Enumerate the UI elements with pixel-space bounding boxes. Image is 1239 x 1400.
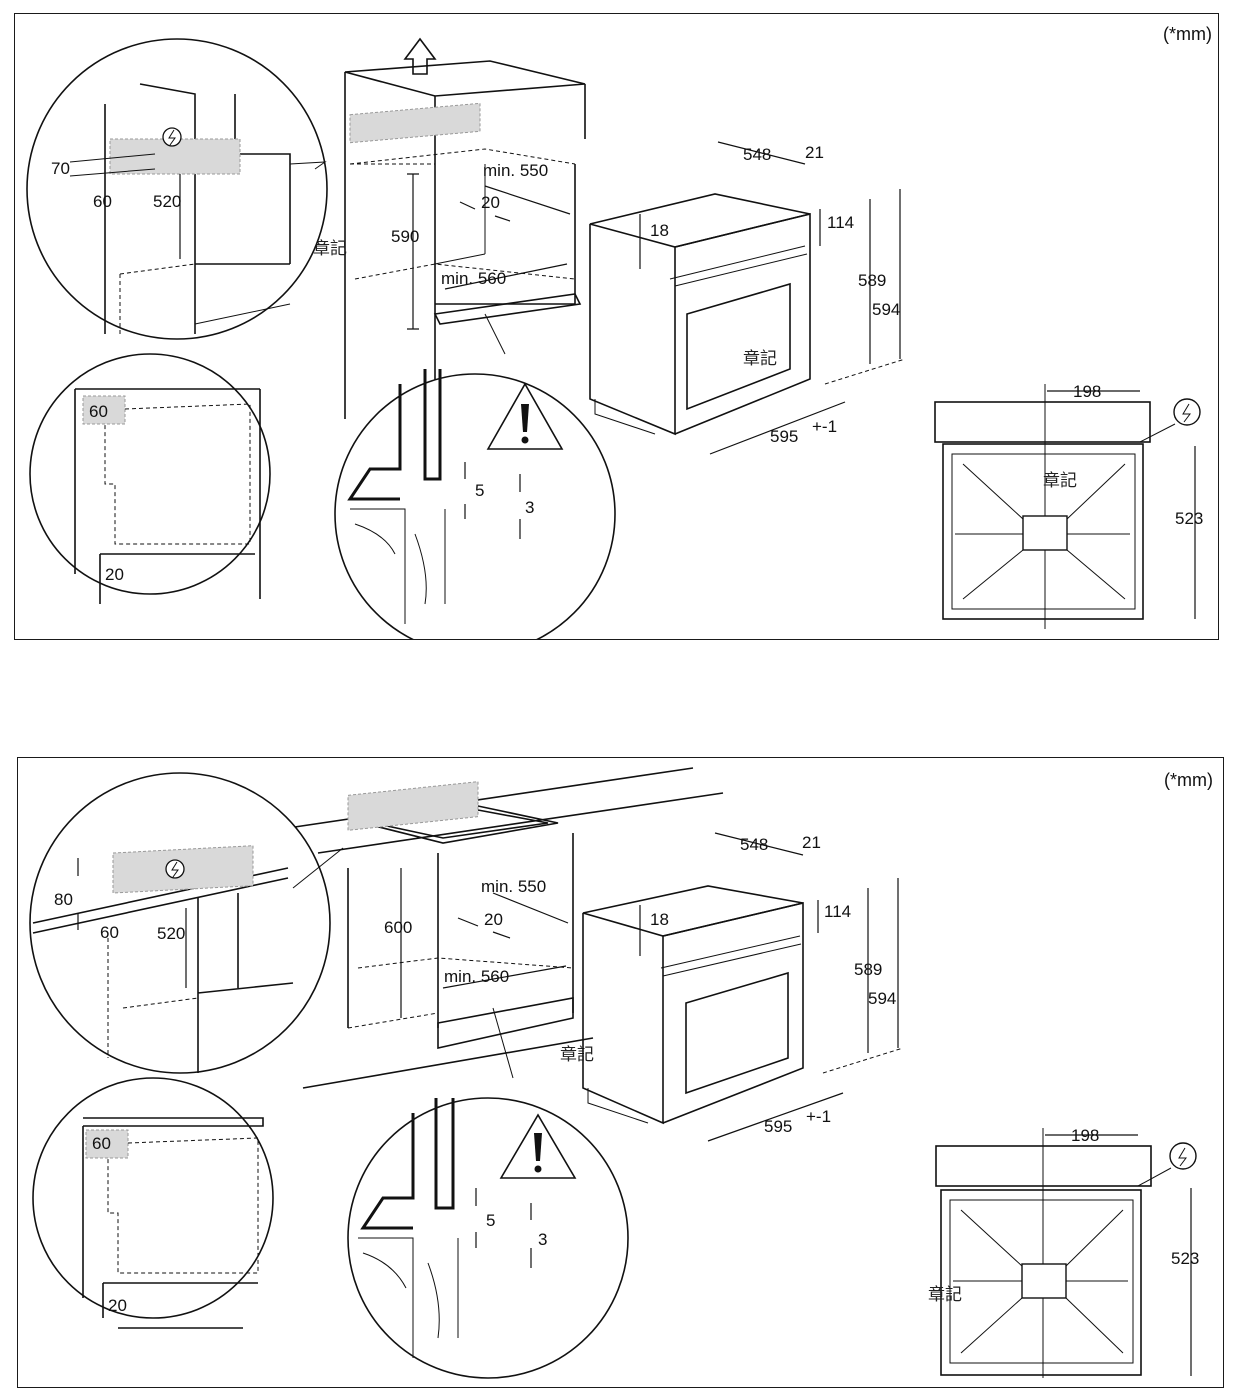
detail-circle-gap: 5 3 — [347, 1007, 629, 1379]
rear-offset-label: 198 — [1073, 382, 1101, 401]
stamp-text-rear: 章記 — [1043, 471, 1077, 490]
gap-b-label: 3 — [525, 498, 534, 517]
detail-bottom-label: 20 — [108, 1296, 127, 1315]
oven-dimensions: 548 21 18 114 589 594 595 +-1 — [639, 141, 906, 455]
column-install-drawing: 章記 590 min. 550 20 min. 560 70 60 520 — [26, 37, 1203, 639]
unit-label: (*mm) — [1163, 24, 1212, 44]
niche-dimensions: 600 min. 550 20 min. 560 — [384, 868, 569, 1018]
oven-total-label: 594 — [868, 989, 896, 1008]
oven-width-tol: +-1 — [806, 1107, 831, 1126]
niche-depth-label: min. 550 — [483, 161, 548, 180]
rear-height-label: 523 — [1175, 509, 1203, 528]
oven-drawing — [582, 885, 804, 1125]
niche-height-label: 590 — [391, 227, 419, 246]
niche-gap-label: 20 — [481, 193, 500, 212]
detail-circle-left: 60 20 — [29, 353, 271, 604]
oven-dimensions: 548 21 18 114 589 594 595 +-1 — [639, 832, 904, 1142]
detail-circle-gap: 5 3 — [334, 313, 616, 639]
oven-width-label: 595 — [764, 1117, 792, 1136]
warning-triangle-icon — [486, 382, 564, 450]
detail-left-label: 60 — [92, 1134, 111, 1153]
detail-circle-top: 80 60 520 — [29, 772, 344, 1074]
electric-connection-icon — [162, 127, 182, 147]
stamp-text: 章記 — [313, 239, 347, 258]
detail-d3-label: 520 — [157, 924, 185, 943]
oven-width-tol: +-1 — [812, 417, 837, 436]
installation-diagram-undercounter: (*mm) 章記 600 min. 550 20 min. 560 — [17, 757, 1224, 1388]
countertop — [287, 767, 724, 1089]
unit-label: (*mm) — [1164, 770, 1213, 790]
detail-bottom-label: 20 — [105, 565, 124, 584]
cabinet-column — [344, 60, 586, 419]
niche-height-label: 600 — [384, 918, 412, 937]
gap-a-label: 5 — [486, 1211, 495, 1230]
stamp-text-oven: 章記 — [743, 349, 777, 368]
detail-d2-label: 60 — [93, 192, 112, 211]
gap-b-label: 3 — [538, 1230, 547, 1249]
oven-rear-view: 198 523 章記 — [934, 382, 1203, 629]
oven-top-label: 18 — [650, 221, 669, 240]
detail-circle-left: 60 20 — [32, 1077, 274, 1329]
niche-dimensions: 590 min. 550 20 min. 560 — [391, 161, 571, 330]
detail-circle-top: 70 60 520 — [26, 38, 328, 340]
detail-d1-label: 80 — [54, 890, 73, 909]
electric-connection-icon — [1169, 1142, 1197, 1170]
stamp-text: 章記 — [560, 1045, 594, 1064]
niche-gap-label: 20 — [484, 910, 503, 929]
niche-depth-label: min. 550 — [481, 877, 546, 896]
detail-d3-label: 520 — [153, 192, 181, 211]
oven-panel-label: 21 — [802, 833, 821, 852]
oven-bar-label: 114 — [827, 213, 854, 232]
detail-d2-label: 60 — [100, 923, 119, 942]
gap-a-label: 5 — [475, 481, 484, 500]
oven-width-label: 595 — [770, 427, 798, 446]
detail-left-label: 60 — [89, 402, 108, 421]
electric-connection-icon — [165, 859, 185, 879]
rear-offset-label: 198 — [1071, 1126, 1099, 1145]
detail-d1-label: 70 — [51, 159, 70, 178]
oven-panel-label: 21 — [805, 143, 824, 162]
rear-height-label: 523 — [1171, 1249, 1199, 1268]
oven-bar-label: 114 — [824, 902, 851, 921]
niche-width-label: min. 560 — [441, 269, 506, 288]
electric-connection-icon — [1173, 398, 1201, 426]
oven-rear-view: 198 523 章記 — [928, 1126, 1199, 1378]
oven-depth-label: 548 — [743, 145, 771, 164]
oven-drawing: 章記 — [589, 193, 811, 436]
up-arrow-icon — [403, 37, 437, 75]
undercounter-install-drawing: 章記 600 min. 550 20 min. 560 80 60 520 — [29, 767, 1199, 1379]
niche-width-label: min. 560 — [444, 967, 509, 986]
oven-body-label: 589 — [858, 271, 886, 290]
oven-depth-label: 548 — [740, 835, 768, 854]
oven-body-label: 589 — [854, 960, 882, 979]
oven-total-label: 594 — [872, 300, 900, 319]
warning-triangle-icon — [499, 1113, 577, 1179]
stamp-text-rear: 章記 — [928, 1285, 962, 1304]
installation-diagram-column: (*mm) 章記 590 min. 550 20 min. 560 — [14, 13, 1219, 640]
oven-top-label: 18 — [650, 910, 669, 929]
